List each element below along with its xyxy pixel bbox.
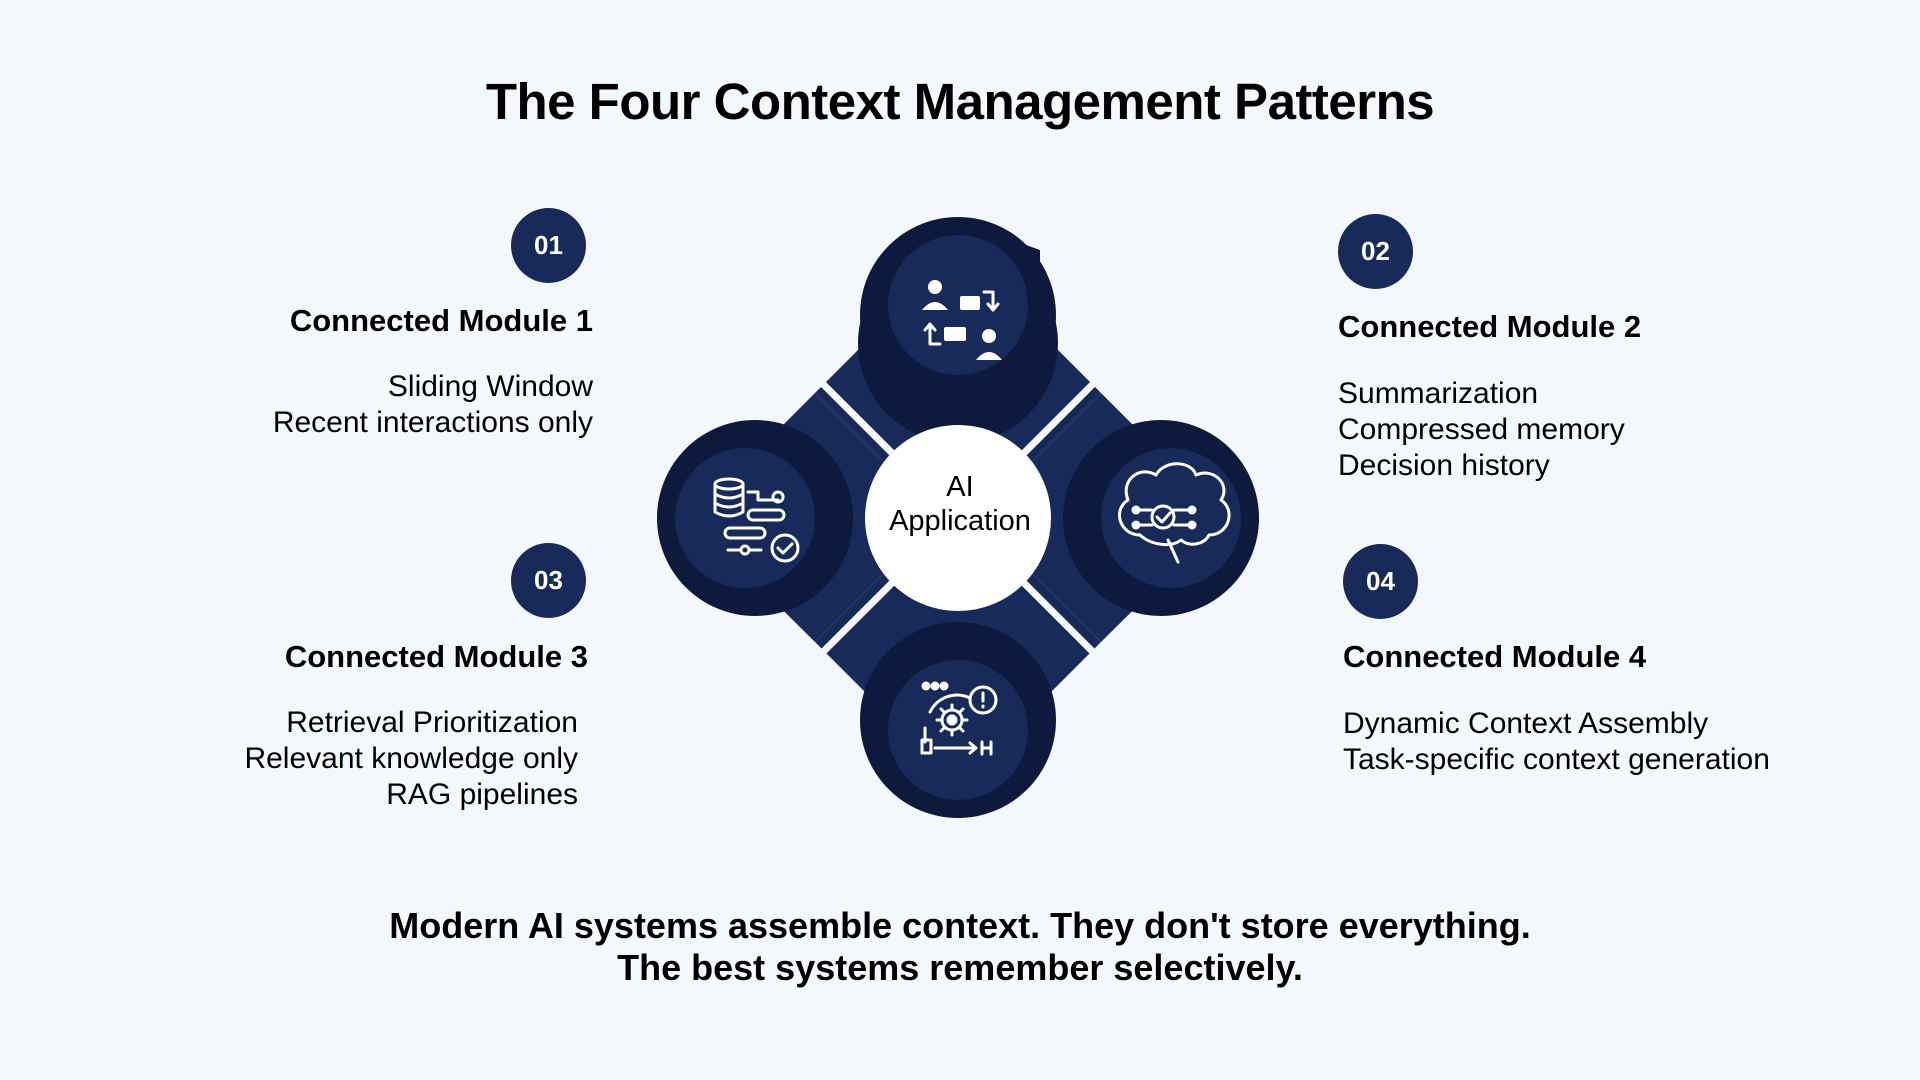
node-bottom — [860, 622, 1056, 818]
footer-line: Modern AI systems assemble context. They… — [389, 905, 1531, 946]
module-2-line: Summarization — [1338, 377, 1539, 410]
module-4-line: Task-specific context generation — [1343, 743, 1770, 776]
module-3-title: Connected Module 3 — [284, 639, 588, 674]
module-2-line: Compressed memory — [1338, 413, 1625, 446]
center-label-line: Application — [889, 505, 1031, 537]
module-4-title: Connected Module 4 — [1343, 639, 1647, 674]
gear-process-icon — [920, 681, 998, 756]
center-hub — [865, 425, 1051, 611]
center-label-line: AI — [946, 471, 974, 503]
node-top — [858, 217, 1058, 444]
module-1-title: Connected Module 1 — [289, 303, 593, 338]
module-2-title: Connected Module 2 — [1338, 309, 1642, 344]
module-2-description: Summarization Compressed memory Decision… — [1338, 376, 1625, 484]
footer-line: The best systems remember selectively. — [617, 947, 1303, 988]
module-4-number-badge: 04 — [1343, 544, 1418, 619]
module-2-number-badge: 02 — [1338, 214, 1413, 289]
database-workflow-icon — [713, 477, 800, 563]
module-1-number-badge: 01 — [511, 208, 586, 283]
page-title: The Four Context Management Patterns — [485, 73, 1435, 130]
module-1-description: Sliding Window Recent interactions only — [273, 369, 593, 441]
footer-statement: Modern AI systems assemble context. They… — [0, 905, 1920, 989]
module-1-line: Recent interactions only — [272, 406, 593, 439]
module-3-line: Retrieval Prioritization — [286, 706, 578, 739]
brain-circuit-icon — [1118, 462, 1231, 564]
module-4-line: Dynamic Context Assembly — [1343, 707, 1709, 740]
module-3-line: RAG pipelines — [386, 778, 578, 811]
module-4-description: Dynamic Context Assembly Task-specific c… — [1343, 706, 1770, 778]
module-3-description: Retrieval Prioritization Relevant knowle… — [244, 705, 578, 813]
module-1-line: Sliding Window — [387, 370, 593, 403]
node-left — [657, 420, 853, 616]
center-hub-label: AI Application — [865, 470, 1055, 538]
conversation-exchange-icon — [922, 280, 1002, 360]
node-right — [1063, 420, 1259, 616]
module-3-line: Relevant knowledge only — [244, 742, 578, 775]
module-3-number-badge: 03 — [511, 543, 586, 618]
module-2-line: Decision history — [1338, 449, 1550, 482]
